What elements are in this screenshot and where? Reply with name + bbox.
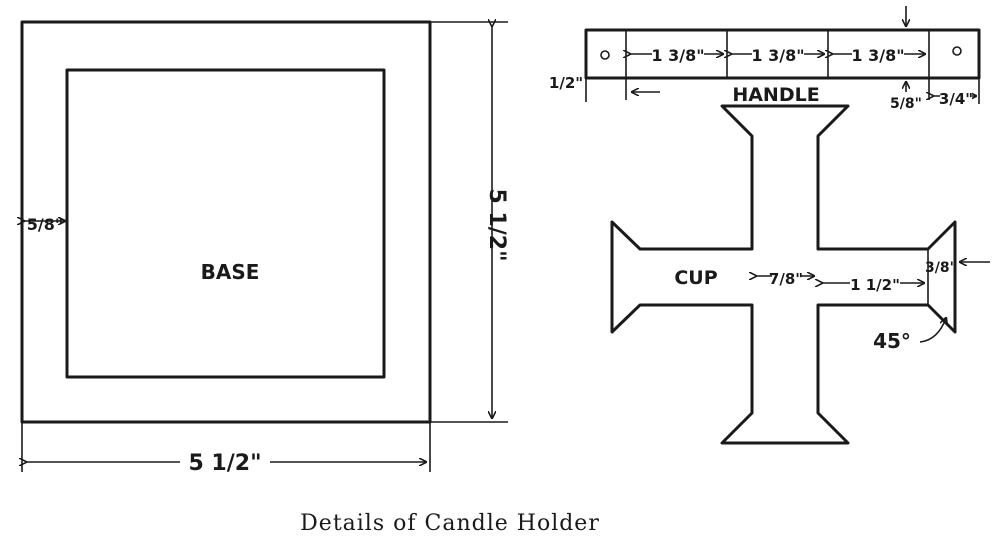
handle-seg-1-bg bbox=[652, 40, 704, 68]
handle-seg-3-dim: 1 3/8" bbox=[851, 46, 904, 65]
handle-drawing: 1 3/8" 1 3/8" 1 3/8" 1/2" HANDLE 5/8" 3/… bbox=[549, 6, 981, 112]
handle-end-dim-bg bbox=[940, 84, 972, 110]
base-height-dim: 5 1/2" bbox=[484, 188, 509, 261]
cup-drawing: CUP 7/8" 1 1/2" 3/8" 45° bbox=[610, 104, 990, 445]
handle-seg-2-dim: 1 3/8" bbox=[751, 46, 804, 65]
base-inner-square bbox=[65, 68, 386, 379]
cup-angle-label: 45° bbox=[873, 329, 911, 353]
base-width-dim: 5 1/2" bbox=[188, 451, 261, 476]
cup-center-dim-bg bbox=[772, 262, 800, 294]
base-drawing: BASE 5/8" 5 1/2" 5 1/2" bbox=[22, 22, 509, 476]
handle-label: HANDLE bbox=[732, 84, 819, 106]
base-outer-square bbox=[20, 20, 432, 424]
cup-arm-dim: 1 1/2" bbox=[850, 276, 900, 294]
cup-label: CUP bbox=[674, 267, 717, 289]
handle-hole-left bbox=[600, 50, 610, 60]
base-border-dim: 5/8" bbox=[27, 215, 63, 234]
handle-small-dim: 5/8" bbox=[890, 96, 922, 112]
base-width-dim-bg bbox=[180, 448, 270, 476]
cup-center-dim: 7/8" bbox=[769, 270, 803, 288]
handle-hole-right bbox=[952, 46, 962, 56]
base-label: BASE bbox=[201, 260, 260, 284]
cup-arm-dim-bg bbox=[850, 270, 900, 296]
cup-end-dim: 3/8" bbox=[925, 260, 957, 276]
handle-end-dim: 3/4" bbox=[939, 90, 973, 108]
handle-thickness-dim: 1/2" bbox=[549, 74, 583, 92]
handle-seg-2-bg bbox=[752, 40, 804, 68]
cup-angle-arrow bbox=[919, 318, 946, 343]
handle-bar bbox=[584, 28, 981, 80]
cup-cross-outline bbox=[610, 104, 957, 445]
handle-seg-1-dim: 1 3/8" bbox=[651, 46, 704, 65]
figure-caption: Details of Candle Holder bbox=[300, 511, 600, 536]
handle-seg-3-bg bbox=[852, 40, 904, 68]
